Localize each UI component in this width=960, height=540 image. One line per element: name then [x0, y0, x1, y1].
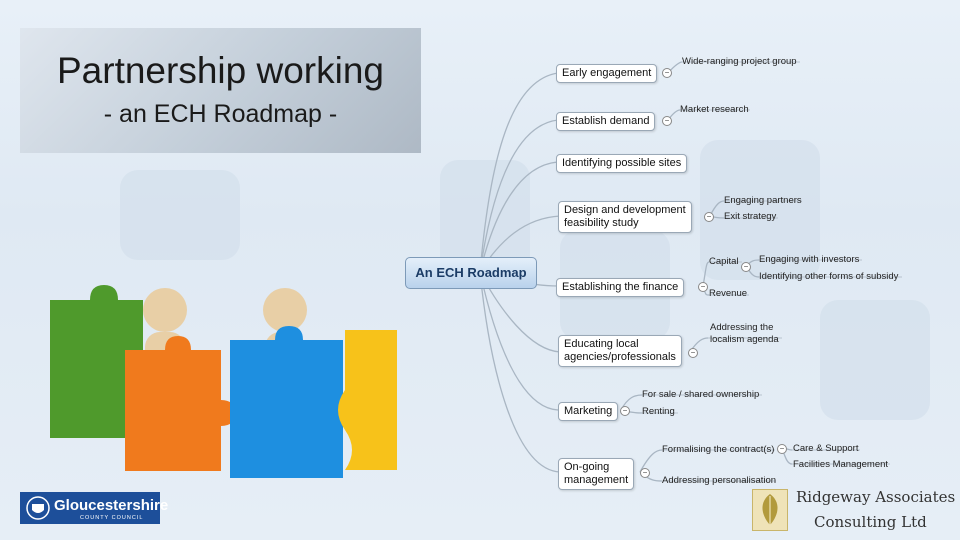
- branch-marketing[interactable]: Marketing: [558, 402, 619, 421]
- leaf-engaging-investors[interactable]: Engaging with investors: [759, 254, 860, 265]
- green-puzzle-piece: [50, 285, 143, 438]
- gloucestershire-logo: Gloucestershire COUNTY COUNCIL: [20, 492, 168, 524]
- leaf-exit-strategy[interactable]: Exit strategy: [724, 211, 777, 222]
- leaf-renting[interactable]: Renting: [642, 406, 675, 417]
- leaf-localism-agenda[interactable]: Addressing the localism agenda: [710, 322, 779, 346]
- branch-label-line: management: [564, 474, 629, 486]
- leaf-emblem-icon: [762, 494, 778, 525]
- leaf-engaging-partners[interactable]: Engaging partners: [724, 195, 802, 206]
- leaf-other-subsidy[interactable]: Identifying other forms of subsidy: [759, 271, 899, 282]
- blue-puzzle-piece: [230, 326, 357, 478]
- title-box: Partnership working - an ECH Roadmap -: [20, 28, 421, 153]
- background-shape: [700, 140, 820, 280]
- ridgeway-logo-icon: [752, 489, 788, 531]
- collapse-icon[interactable]: −: [662, 68, 672, 78]
- collapse-icon[interactable]: −: [741, 262, 751, 272]
- mindmap: An ECH Roadmap Early engagement Establis…: [400, 40, 960, 510]
- leaf-capital[interactable]: Capital: [709, 256, 739, 267]
- leaf-formalising-contract[interactable]: Formalising the contract(s): [662, 444, 775, 455]
- branch-early-engagement[interactable]: Early engagement: [556, 64, 658, 83]
- leaf-revenue[interactable]: Revenue: [709, 288, 748, 299]
- leaf-for-sale-shared[interactable]: For sale / shared ownership: [642, 389, 760, 400]
- figure-head: [143, 288, 187, 332]
- collapse-icon[interactable]: −: [662, 116, 672, 126]
- page-title: Partnership working: [57, 50, 384, 91]
- leaf-addressing-personalisation[interactable]: Addressing personalisation: [662, 475, 777, 486]
- background-shape: [120, 170, 240, 260]
- branch-label-line: agencies/professionals: [564, 351, 676, 363]
- background-shape: [820, 300, 930, 420]
- collapse-icon[interactable]: −: [640, 468, 650, 478]
- branch-establishing-finance[interactable]: Establishing the finance: [556, 278, 685, 297]
- collapse-icon[interactable]: −: [704, 212, 714, 222]
- leaf-label-line: localism agenda: [710, 334, 779, 345]
- crest-icon: [26, 496, 50, 520]
- branch-educating-agencies[interactable]: Educating local agencies/professionals: [558, 335, 682, 367]
- collapse-icon[interactable]: −: [620, 406, 630, 416]
- leaf-wide-ranging-group[interactable]: Wide-ranging project group: [682, 56, 797, 67]
- leaf-label-line: Addressing the: [710, 322, 774, 333]
- branch-establish-demand[interactable]: Establish demand: [556, 112, 656, 131]
- leaf-market-research[interactable]: Market research: [680, 104, 749, 115]
- branch-label-line: On-going: [564, 461, 610, 473]
- gcc-name: Gloucestershire: [54, 497, 169, 514]
- leaf-facilities-management[interactable]: Facilities Management: [793, 459, 889, 470]
- branch-label-line: Design and development: [564, 204, 686, 216]
- mindmap-root[interactable]: An ECH Roadmap: [405, 257, 537, 289]
- gcc-subtitle: COUNTY COUNCIL: [80, 515, 144, 521]
- branch-ongoing-management[interactable]: On-going management: [558, 458, 635, 490]
- collapse-icon[interactable]: −: [698, 282, 708, 292]
- page-subtitle: - an ECH Roadmap -: [103, 100, 338, 128]
- branch-label-line: Educating local: [564, 338, 639, 350]
- branch-design-feasibility[interactable]: Design and development feasibility study: [558, 201, 692, 233]
- puzzle-people-illustration: [50, 285, 397, 478]
- ridgeway-subtitle: Consulting Ltd: [814, 513, 927, 531]
- yellow-puzzle-piece: [338, 330, 397, 470]
- collapse-icon[interactable]: −: [777, 444, 787, 454]
- ridgeway-name: Ridgeway Associates: [796, 488, 956, 506]
- collapse-icon[interactable]: −: [688, 348, 698, 358]
- branch-identifying-sites[interactable]: Identifying possible sites: [556, 154, 688, 173]
- leaf-care-support[interactable]: Care & Support: [793, 443, 859, 454]
- branch-label-line: feasibility study: [564, 217, 639, 229]
- orange-puzzle-piece: [125, 336, 235, 471]
